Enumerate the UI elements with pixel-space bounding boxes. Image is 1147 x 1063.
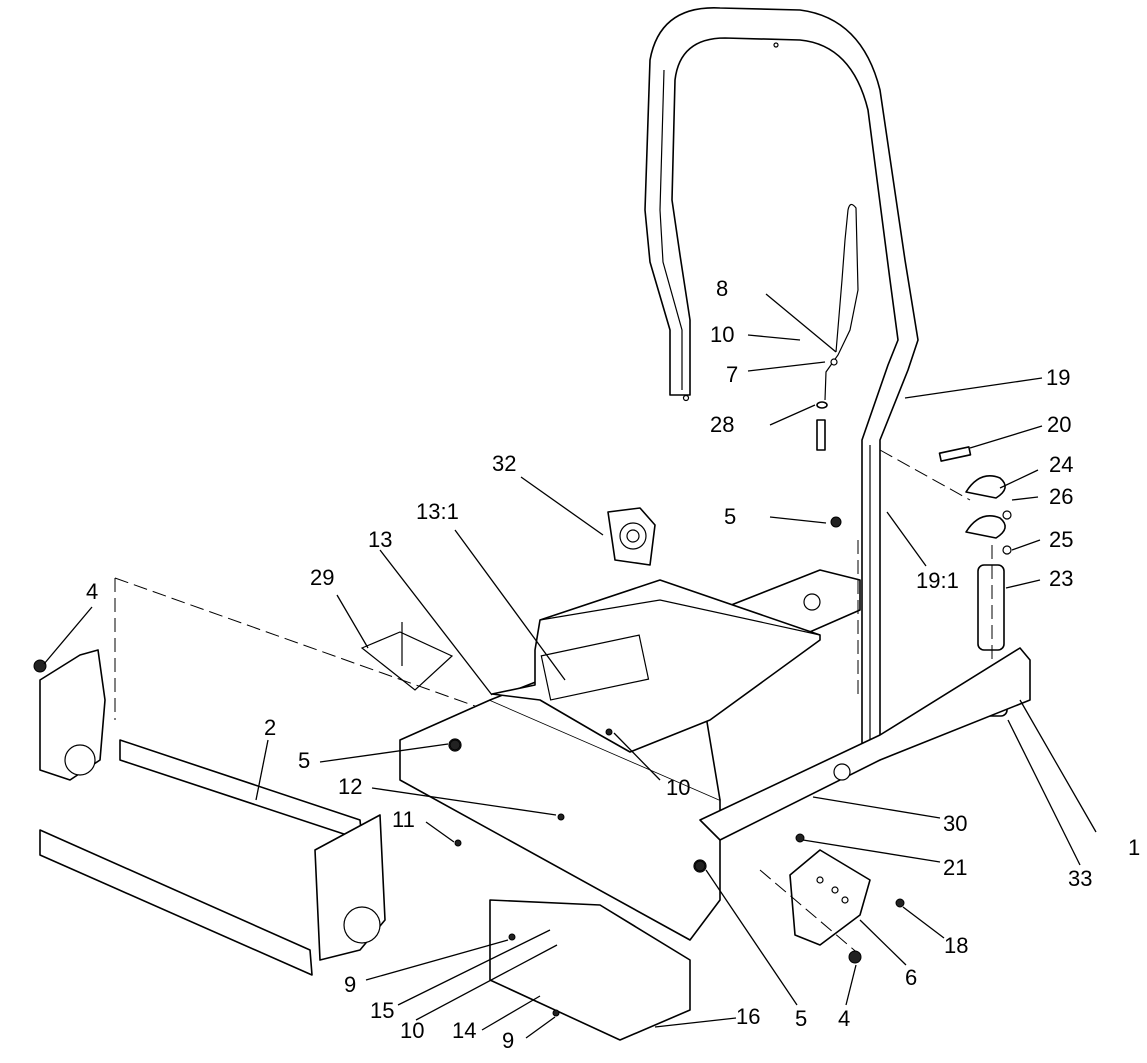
callout-5-bottom: 5 [795,1006,807,1031]
callout-1: 1 [1128,835,1140,860]
callout-24: 24 [1049,452,1073,477]
callout-23: 23 [1049,566,1073,591]
seat-plate [491,579,821,753]
callout-15: 15 [370,998,394,1023]
bearing-block [607,507,656,566]
callout-10-bottom: 10 [400,1018,424,1043]
roll-bar [644,7,919,761]
callout-19-1: 19:1 [916,568,959,593]
callout-32: 32 [492,451,516,476]
callout-11: 11 [392,807,415,832]
callout-13: 13 [368,527,392,552]
callout-9-bottom: 9 [502,1028,514,1053]
callout-10-mid: 10 [666,775,690,800]
step-plate [789,849,871,946]
callout-21: 21 [943,855,967,880]
callout-9-left: 9 [344,972,356,997]
callout-7: 7 [726,362,738,387]
callout-5-top: 5 [724,504,736,529]
callout-26: 26 [1049,484,1073,509]
callout-18: 18 [944,933,968,958]
callout-14: 14 [452,1018,476,1043]
callout-4-right: 4 [838,1006,850,1031]
callout-30: 30 [943,811,967,836]
callout-28: 28 [710,412,734,437]
callout-29: 29 [310,565,334,590]
pin-lanyard [816,203,859,451]
front-bumper [39,577,521,976]
callout-19: 19 [1046,365,1070,390]
ref-line-2 [879,449,971,501]
ref-line-3 [759,869,861,956]
callout-16: 16 [736,1004,760,1029]
callout-4-left: 4 [86,579,98,604]
callout-12: 12 [338,774,362,799]
leader-lines [43,293,1097,1039]
callout-33: 33 [1068,866,1092,891]
callout-13-1: 13:1 [416,499,459,524]
callout-5-left: 5 [298,748,310,773]
callout-6: 6 [905,965,917,990]
callout-8: 8 [716,276,728,301]
callout-labels: 8 10 7 28 19 20 24 26 25 23 19:1 5 32 13… [86,276,1140,1053]
callout-10-top: 10 [710,322,734,347]
callout-20: 20 [1047,412,1071,437]
fasteners [33,516,905,1017]
decal [360,622,454,691]
callout-2: 2 [264,715,276,740]
callout-25: 25 [1049,527,1073,552]
